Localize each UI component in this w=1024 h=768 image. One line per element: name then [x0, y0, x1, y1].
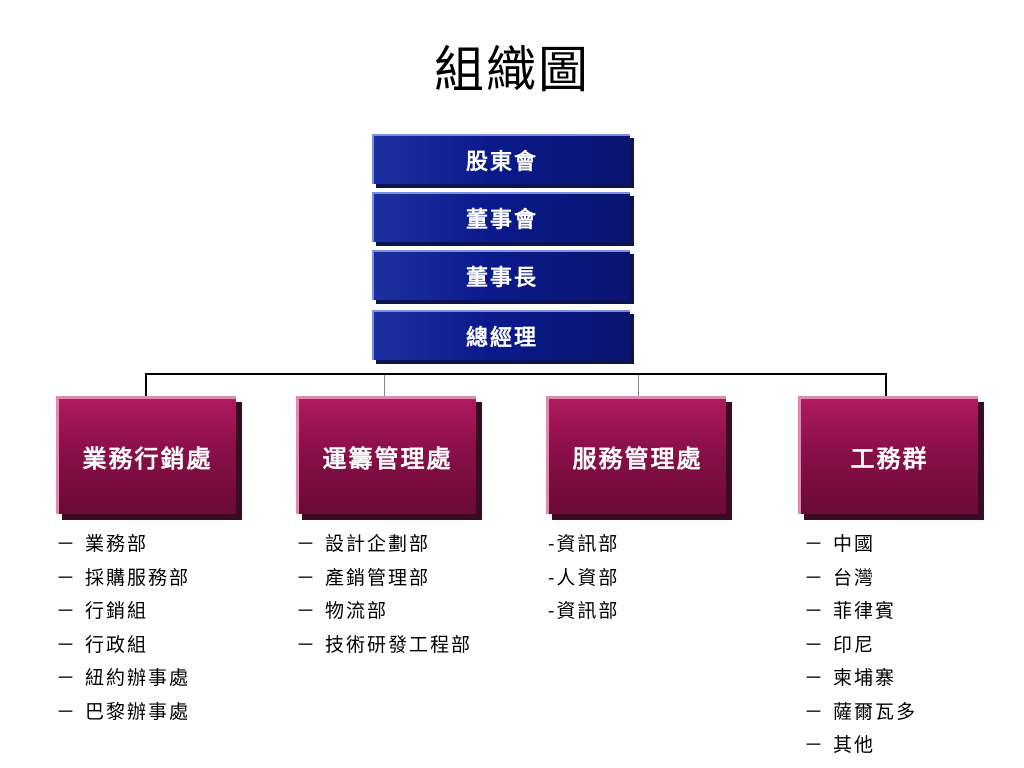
list-item: － 行政組 — [56, 633, 149, 656]
dept-box-sales-marketing[interactable]: 業務行銷處 — [56, 396, 242, 520]
dept-box-label: 工務群 — [798, 396, 978, 514]
connector-horizontal — [145, 373, 887, 375]
list-item: － 薩爾瓦多 — [804, 700, 918, 723]
list-item: -資訊部 — [548, 533, 620, 555]
connector-drop-4 — [885, 373, 887, 397]
exec-box-label: 董事會 — [372, 192, 630, 242]
dept-box-label: 服務管理處 — [546, 396, 726, 514]
exec-box-board[interactable]: 董事會 — [372, 192, 634, 246]
dept-box-logistics-management[interactable]: 運籌管理處 — [296, 396, 482, 520]
list-item: － 柬埔寨 — [804, 667, 897, 689]
list-item: － 菲律賓 — [804, 600, 897, 622]
page-title: 組織圖 — [434, 41, 590, 99]
list-item: -人資部 — [548, 566, 620, 589]
list-item: － 業務部 — [56, 533, 149, 555]
exec-box-chairman[interactable]: 董事長 — [372, 250, 634, 304]
list-item: － 紐約辦事處 — [56, 667, 191, 689]
list-item: － 中國 — [804, 533, 876, 555]
list-item: － 物流部 — [296, 600, 389, 622]
connector-drop-1 — [145, 373, 147, 397]
exec-box-general-manager[interactable]: 總經理 — [372, 310, 634, 364]
exec-box-label: 董事長 — [372, 250, 630, 300]
dept-sub-list-sales-marketing: － 業務部 － 採購服務部 － 行銷組 － 行政組 － 紐約辦事處 － 巴黎辦事… — [56, 528, 190, 729]
dept-sub-list-logistics-management: － 設計企劃部 － 產銷管理部 － 物流部 － 技術研發工程部 — [296, 528, 472, 662]
exec-box-shareholders[interactable]: 股東會 — [372, 134, 634, 188]
list-item: － 印尼 — [804, 633, 876, 656]
list-item: － 技術研發工程部 — [296, 633, 473, 656]
connector-drop-2 — [384, 375, 385, 397]
connector-drop-3 — [638, 375, 639, 397]
dept-sub-list-service-management: -資訊部 -人資部 -資訊部 — [548, 528, 619, 629]
list-item: － 巴黎辦事處 — [56, 700, 191, 723]
dept-box-label: 業務行銷處 — [56, 396, 236, 514]
list-item: － 行銷組 — [56, 600, 149, 622]
list-item: -資訊部 — [548, 600, 620, 622]
list-item: － 其他 — [804, 734, 876, 756]
list-item: － 採購服務部 — [56, 566, 191, 589]
list-item: － 產銷管理部 — [296, 566, 431, 589]
dept-box-service-management[interactable]: 服務管理處 — [546, 396, 732, 520]
exec-box-label: 股東會 — [372, 134, 630, 184]
dept-box-label: 運籌管理處 — [296, 396, 476, 514]
exec-box-label: 總經理 — [372, 310, 630, 360]
list-item: － 設計企劃部 — [296, 533, 431, 555]
list-item: － 台灣 — [804, 566, 876, 589]
dept-sub-list-engineering-group: － 中國 － 台灣 － 菲律賓 － 印尼 － 柬埔寨 － 薩爾瓦多 － 其他 — [804, 528, 917, 763]
dept-box-engineering-group[interactable]: 工務群 — [798, 396, 984, 520]
